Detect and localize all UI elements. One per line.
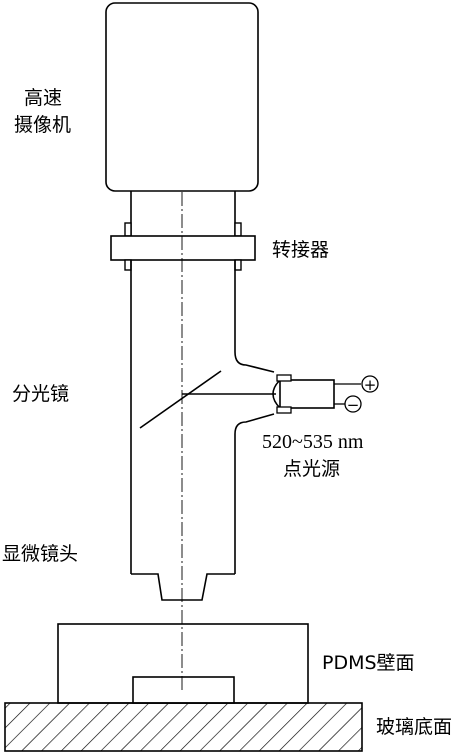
light-source-clip-bottom [276, 406, 292, 414]
light-source-clip-top [276, 374, 292, 382]
plus-symbol: + [364, 376, 377, 394]
pdms-wall-label: PDMS壁面 [322, 652, 415, 674]
adapter-flange [110, 235, 256, 261]
glass-bottom [4, 702, 363, 752]
beam-splitter-mirror [139, 370, 222, 429]
main-tube-outline [130, 260, 275, 574]
minus-terminal [344, 395, 362, 413]
upper-tube-ring-left [124, 222, 132, 237]
light-source-lens [272, 379, 281, 409]
point-source-label: 点光源 [283, 458, 341, 480]
adapter-lower-ring-left [124, 259, 132, 271]
minus-symbol: − [347, 396, 360, 414]
camera-body [105, 2, 259, 192]
camera-label-line1: 高速 [24, 87, 63, 109]
adapter-label: 转接器 [272, 239, 330, 261]
wavelength-label: 520~535 nm [262, 431, 364, 453]
objective-label: 显微镜头 [2, 543, 79, 565]
glass-bottom-label: 玻璃底面 [376, 716, 453, 738]
beam-splitter-label: 分光镜 [12, 383, 70, 405]
objective-nozzle [131, 573, 235, 601]
adapter-lower-ring-right [234, 259, 242, 271]
upper-tube-ring-right [234, 222, 242, 237]
camera-label-line2: 摄像机 [14, 114, 72, 136]
plus-terminal [361, 375, 379, 393]
sample-channel [132, 676, 235, 704]
light-source-housing [279, 379, 335, 409]
